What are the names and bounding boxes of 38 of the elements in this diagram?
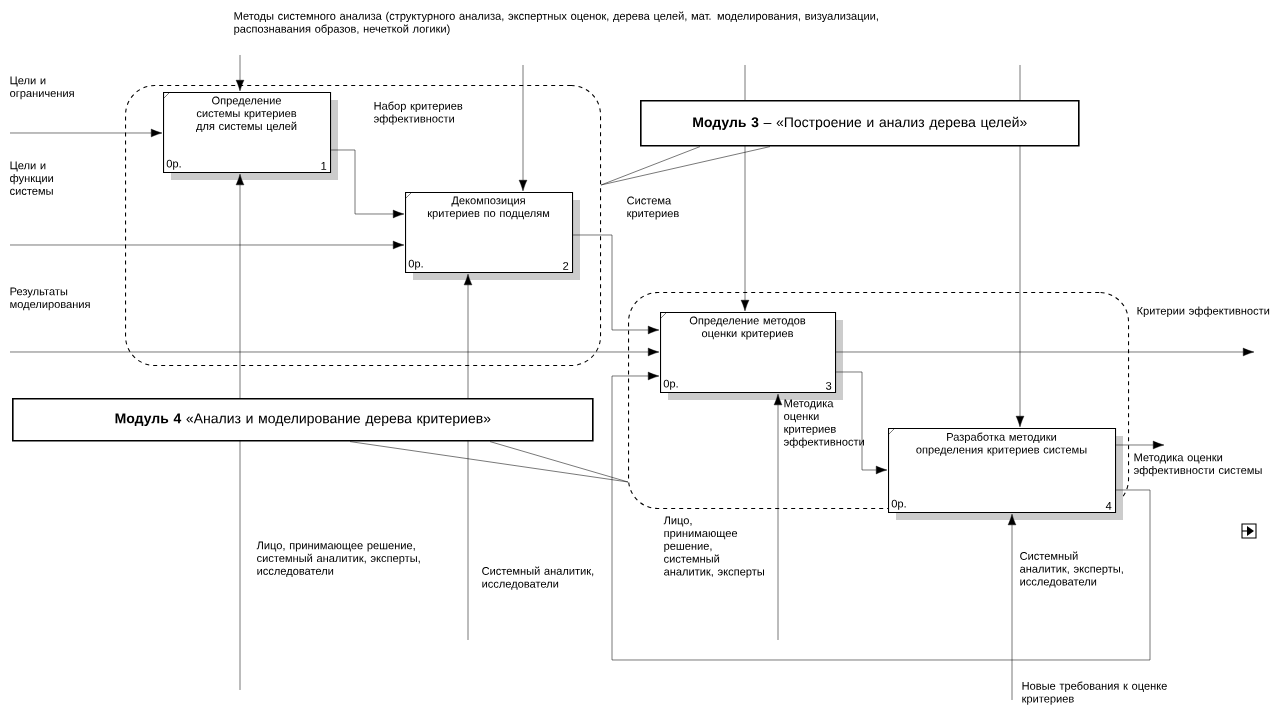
edge-label: Цели и функции системы	[10, 161, 54, 195]
arrow	[835, 347, 1255, 357]
arrow	[518, 64, 528, 192]
edge-label: Цели и ограничения	[10, 76, 74, 100]
arrow	[9, 347, 660, 357]
arrow	[463, 273, 473, 641]
edge-label: Системный аналитик, эксперты, исследователи	[1020, 551, 1123, 588]
callout-pointer	[600, 146, 771, 186]
edge-label: Критерии эффективности	[1137, 306, 1270, 317]
edge-label: Система критериев	[627, 196, 679, 220]
edge-label: Методы системного анализа (структурного анализа, экспертных оценок, дерева целей, мат. моделирования, визуализации, распознавания образов, нечеткой логики)	[234, 11, 878, 35]
arrow	[9, 240, 405, 250]
arrow	[835, 371, 888, 475]
arrow	[773, 393, 783, 641]
arrow	[9, 128, 163, 138]
edge-label: Методика оценки критериев эффективности	[783, 399, 864, 448]
activity-box: Определение системы критериев для системы целей 0р. 1	[162, 91, 338, 180]
arrow	[740, 64, 750, 312]
callout-box: Модуль 4 «Анализ и моделирование дерева критериев»	[12, 398, 594, 442]
callout-box: Модуль 3 – «Построение и анализ дерева целей»	[640, 100, 1080, 147]
arrow	[235, 173, 245, 691]
arrow	[1115, 440, 1165, 450]
arrow	[1007, 513, 1017, 701]
edge-label: Системный аналитик, исследователи	[482, 566, 594, 590]
dashed-module-outline	[125, 85, 602, 367]
arrow	[330, 149, 405, 219]
edge-label: Методика оценки эффективности системы	[1133, 453, 1262, 477]
arrow	[1015, 64, 1025, 428]
arrow	[235, 54, 245, 92]
edge-label: Лицо, принимающее решение, системный аналитик, эксперты, исследователи	[256, 541, 420, 577]
edge-label: Лицо, принимающее решение, системный аналитик, эксперты	[663, 516, 764, 578]
edge-label: Новые требования к оценке критериев	[1022, 681, 1167, 705]
edge-label: Набор критериев эффективности	[373, 101, 463, 125]
edge-label: Результаты моделирования	[10, 287, 90, 311]
arrow	[572, 234, 660, 335]
arrow	[611, 371, 1151, 661]
callout-pointer	[349, 441, 629, 483]
activity-box: Декомпозиция критериев по подцелям 0р. 2	[404, 191, 580, 280]
